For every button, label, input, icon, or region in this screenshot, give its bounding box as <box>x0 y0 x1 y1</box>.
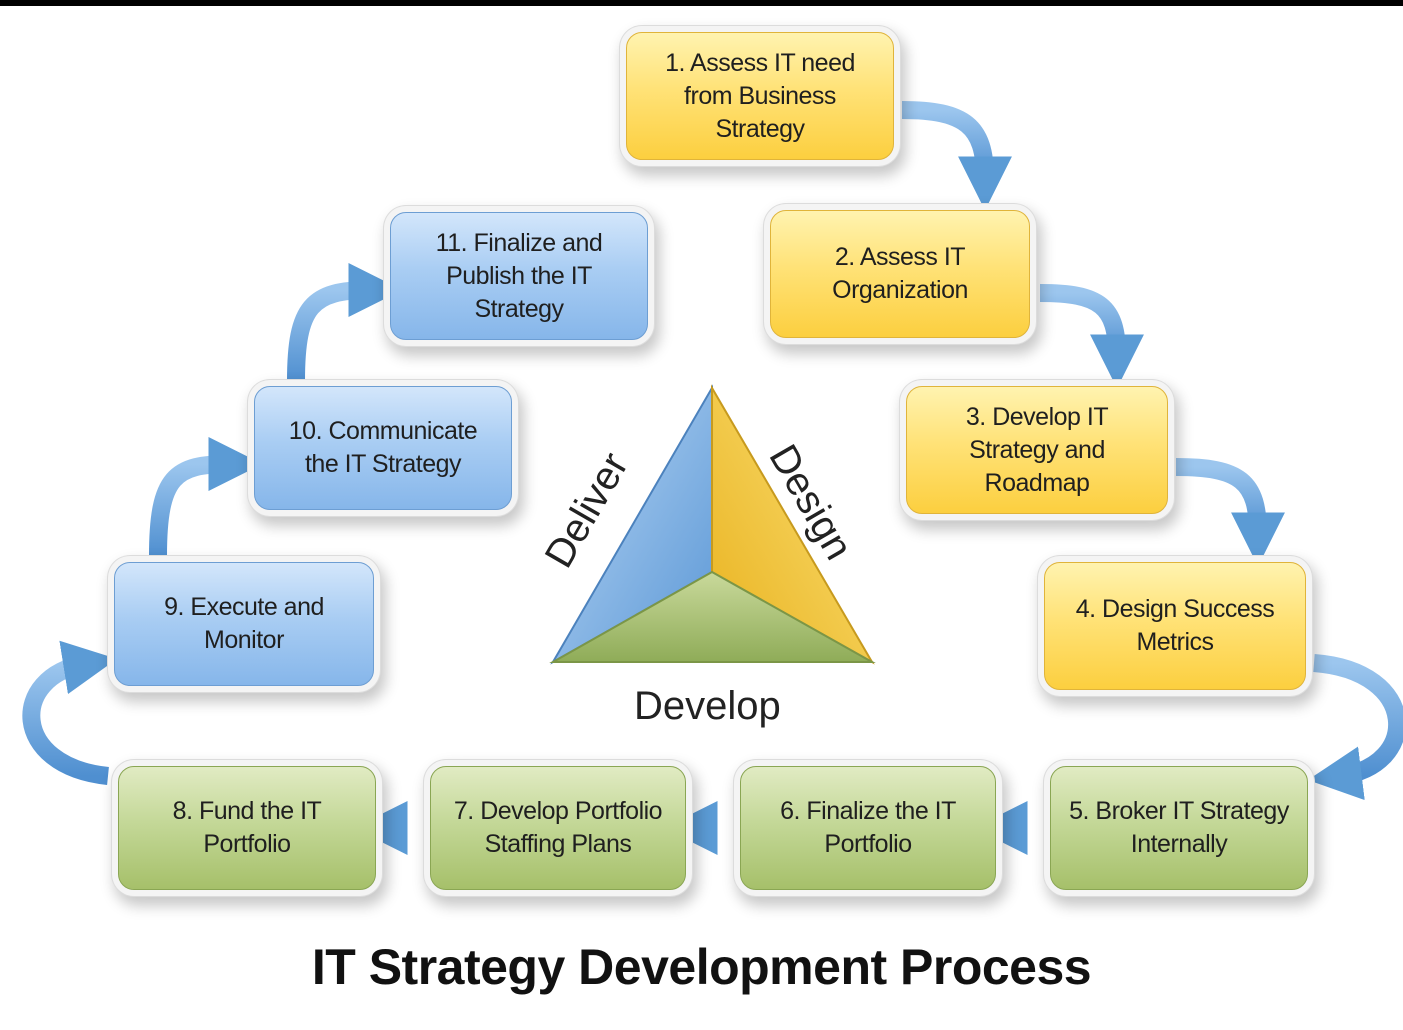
step-11-box: 11. Finalize and Publish the IT Strategy <box>390 212 648 340</box>
diagram-canvas: 1. Assess IT need from Business Strategy… <box>0 6 1403 1030</box>
arrow-2-to-3 <box>1039 284 1144 389</box>
step-6-box: 6. Finalize the IT Portfolio <box>740 766 996 890</box>
arrow-9-to-10 <box>149 437 263 557</box>
arrow-1-to-2 <box>901 101 1012 211</box>
develop-label: Develop <box>634 684 781 728</box>
step-4-box: 4. Design Success Metrics <box>1044 562 1306 690</box>
arrow-10-to-11 <box>287 263 403 382</box>
step-10-box: 10. Communicate the IT Strategy <box>254 386 512 510</box>
step-5-box: 5. Broker IT Strategy Internally <box>1050 766 1308 890</box>
arrow-3-to-4 <box>1175 458 1285 567</box>
step-3-box: 3. Develop IT Strategy and Roadmap <box>906 386 1168 514</box>
triangle-develop-face <box>549 570 876 663</box>
step-8-box: 8. Fund the IT Portfolio <box>118 766 376 890</box>
step-7-box: 7. Develop Portfolio Staffing Plans <box>430 766 686 890</box>
step-1-box: 1. Assess IT need from Business Strategy <box>626 32 894 160</box>
step-9-box: 9. Execute and Monitor <box>114 562 374 686</box>
diagram-title: IT Strategy Development Process <box>311 939 1092 995</box>
arrow-4-to-5 <box>1307 654 1403 801</box>
step-2-box: 2. Assess IT Organization <box>770 210 1030 338</box>
center-triangle <box>549 384 876 665</box>
arrow-8-to-9 <box>22 640 117 785</box>
arrow-layer <box>22 101 1403 855</box>
